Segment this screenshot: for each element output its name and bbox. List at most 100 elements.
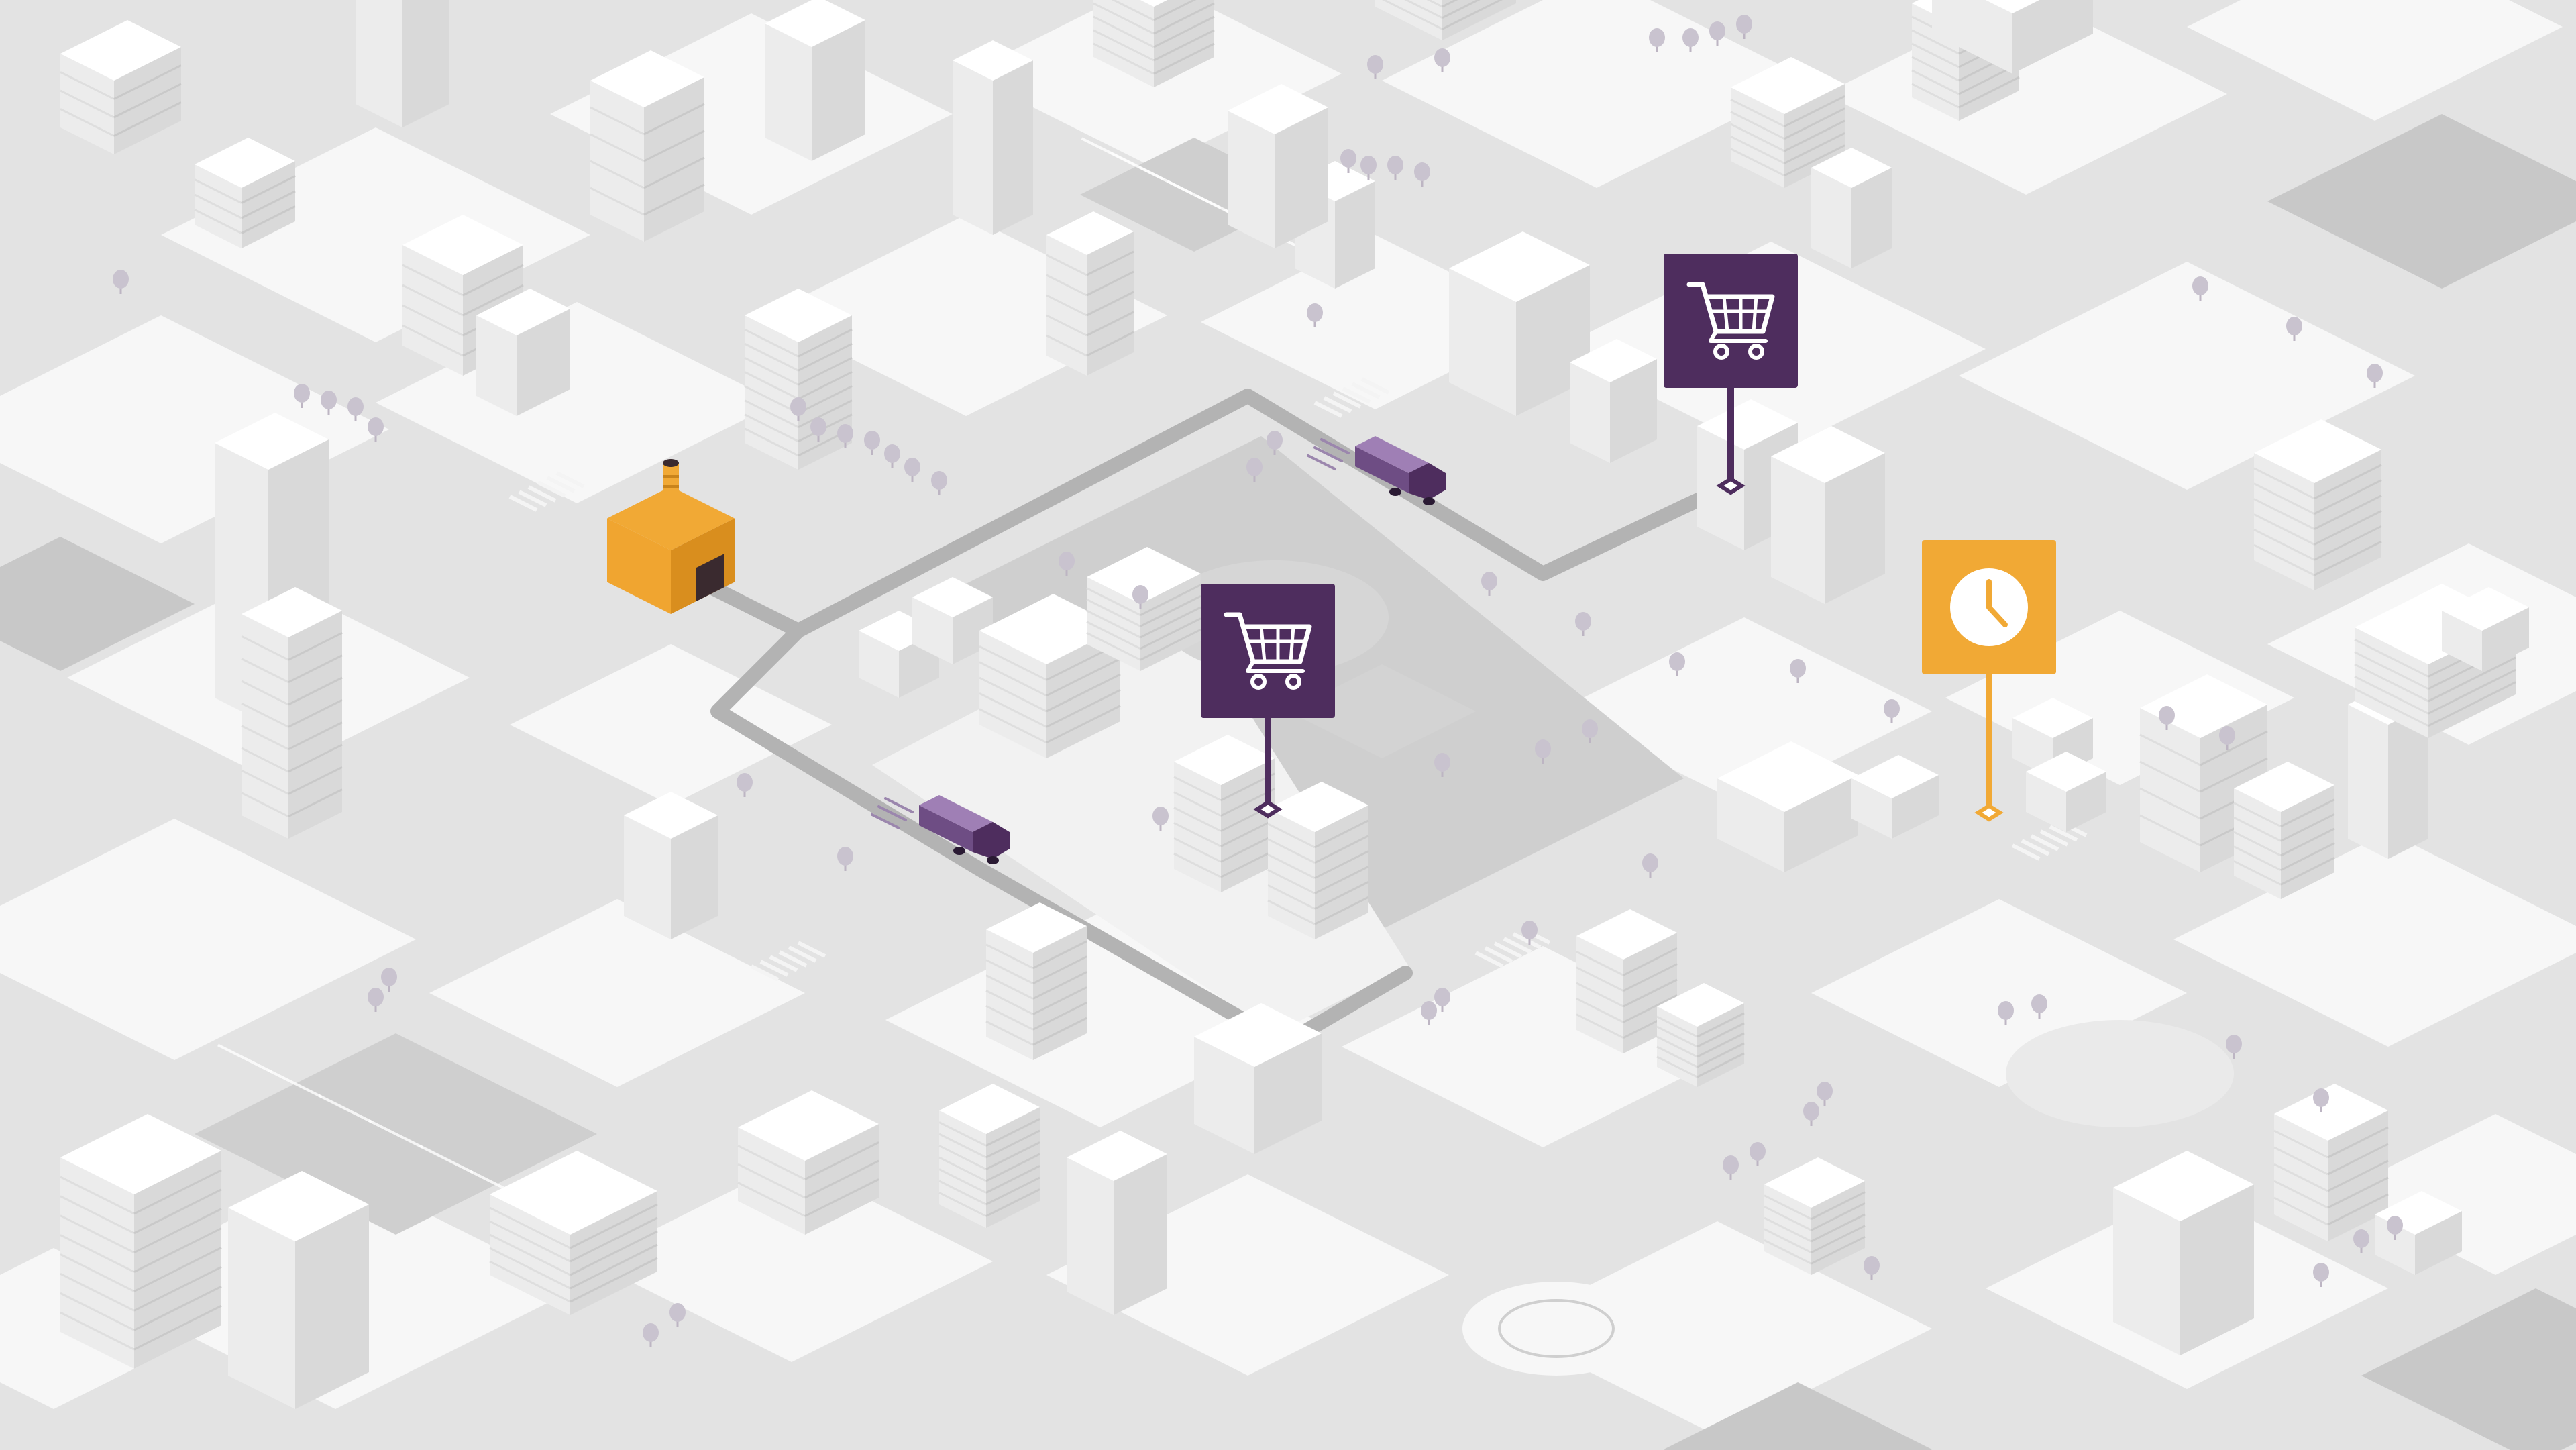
window-stripe xyxy=(2253,528,2315,561)
building-right-face xyxy=(1033,926,1087,1060)
window-stripe xyxy=(737,1182,806,1217)
building-roof xyxy=(476,289,570,335)
window-stripe xyxy=(1697,1032,1745,1058)
building xyxy=(489,1151,658,1315)
tree-crown xyxy=(837,424,853,443)
crosswalk-stripe xyxy=(1351,382,1381,399)
building-roof xyxy=(1228,84,1328,134)
warehouse-depot[interactable] xyxy=(607,459,735,614)
window-stripe xyxy=(1958,76,2020,109)
building xyxy=(1449,231,1590,416)
tree-crown xyxy=(2031,994,2047,1013)
building xyxy=(1717,741,1858,872)
window-stripe xyxy=(1911,69,1960,95)
pond xyxy=(2006,1020,2234,1127)
parking-line xyxy=(268,1069,323,1098)
window-stripe xyxy=(1730,148,1785,177)
building xyxy=(1570,339,1657,463)
tree xyxy=(1642,853,1658,878)
tree-crown xyxy=(2286,317,2302,335)
building xyxy=(737,1090,879,1235)
window-stripe xyxy=(462,264,524,297)
building-left-face xyxy=(765,23,812,161)
tree xyxy=(2219,726,2235,750)
tree-crown xyxy=(1864,1256,1880,1275)
tree-crown xyxy=(1387,156,1403,174)
window-stripe xyxy=(1623,947,1678,976)
building-roof xyxy=(1140,0,1167,7)
map-markers[interactable] xyxy=(1201,254,2056,822)
tree xyxy=(321,391,337,415)
window-stripe xyxy=(1153,0,1197,21)
window-stripe xyxy=(2327,1126,2389,1159)
store-marker-2[interactable] xyxy=(1664,254,1798,495)
window-stripe xyxy=(1086,311,1134,337)
scheduled-delivery-marker[interactable] xyxy=(1922,540,2056,822)
building-roof xyxy=(402,215,523,275)
tree-crown xyxy=(643,1323,659,1342)
window-stripe xyxy=(241,792,289,818)
building-roof xyxy=(738,1090,879,1161)
building-right-face xyxy=(1315,805,1368,939)
window-stripe xyxy=(804,1141,879,1180)
window-stripe xyxy=(1911,42,1960,68)
tree-crown xyxy=(1360,156,1377,174)
window-stripe xyxy=(1093,15,1155,48)
building-left-face xyxy=(1771,456,1825,604)
tree xyxy=(1421,1001,1437,1025)
building-roof xyxy=(241,587,342,637)
clock-hand xyxy=(1986,605,2008,627)
window-stripe xyxy=(1111,0,1155,21)
truck-wheel xyxy=(987,856,999,864)
window-stripe xyxy=(643,103,705,136)
window-stripe xyxy=(288,721,343,751)
window-stripe xyxy=(804,1178,879,1217)
window-stripe xyxy=(744,371,799,400)
window-stripe xyxy=(2139,733,2201,766)
building-left-face xyxy=(2113,1188,2180,1355)
building-right-face xyxy=(288,611,342,839)
window-stripe xyxy=(985,1176,1040,1206)
delivery-truck-icon xyxy=(871,795,1010,864)
window-stripe xyxy=(1093,42,1155,75)
building-left-face xyxy=(745,315,798,470)
building-roof xyxy=(60,1114,221,1194)
window-stripe xyxy=(1153,42,1215,75)
window-stripe xyxy=(402,284,464,317)
window-stripe xyxy=(938,1192,987,1217)
building-left-face xyxy=(1449,268,1516,416)
building-roof xyxy=(1570,339,1657,382)
building-roof xyxy=(1046,211,1134,255)
building xyxy=(979,594,1121,758)
building-roof xyxy=(2113,1151,2254,1221)
tree xyxy=(2159,706,2175,730)
window-stripe xyxy=(1173,822,1222,847)
tree-crown xyxy=(1367,55,1383,74)
building xyxy=(60,1114,222,1369)
tree-crown xyxy=(931,471,947,490)
store-marker-1[interactable] xyxy=(1201,584,1335,819)
window-stripe xyxy=(2354,651,2429,690)
tree xyxy=(368,417,384,442)
cart-wheel xyxy=(1748,344,1764,360)
building-right-face xyxy=(1851,168,1892,268)
crosswalk-stripe xyxy=(1474,951,1504,968)
window-stripe xyxy=(1697,1022,1745,1048)
roundabout xyxy=(1462,1282,1650,1376)
window-stripe xyxy=(1811,1202,1866,1231)
tree xyxy=(1817,1082,1833,1106)
delivery-trucks xyxy=(871,436,1446,864)
window-stripe xyxy=(1381,0,1443,30)
tree xyxy=(904,458,920,482)
window-stripe xyxy=(1764,1228,1812,1254)
window-stripe xyxy=(1046,294,1087,317)
window-stripe xyxy=(1656,1015,1698,1038)
tree xyxy=(1132,585,1148,609)
window-stripe xyxy=(985,1165,1040,1194)
window-stripe xyxy=(1046,688,1121,728)
building-roof xyxy=(624,792,718,839)
window-stripe xyxy=(2200,730,2268,766)
window-stripe xyxy=(2327,1176,2389,1209)
tree xyxy=(1864,1256,1880,1280)
window-stripe xyxy=(1656,1045,1698,1068)
